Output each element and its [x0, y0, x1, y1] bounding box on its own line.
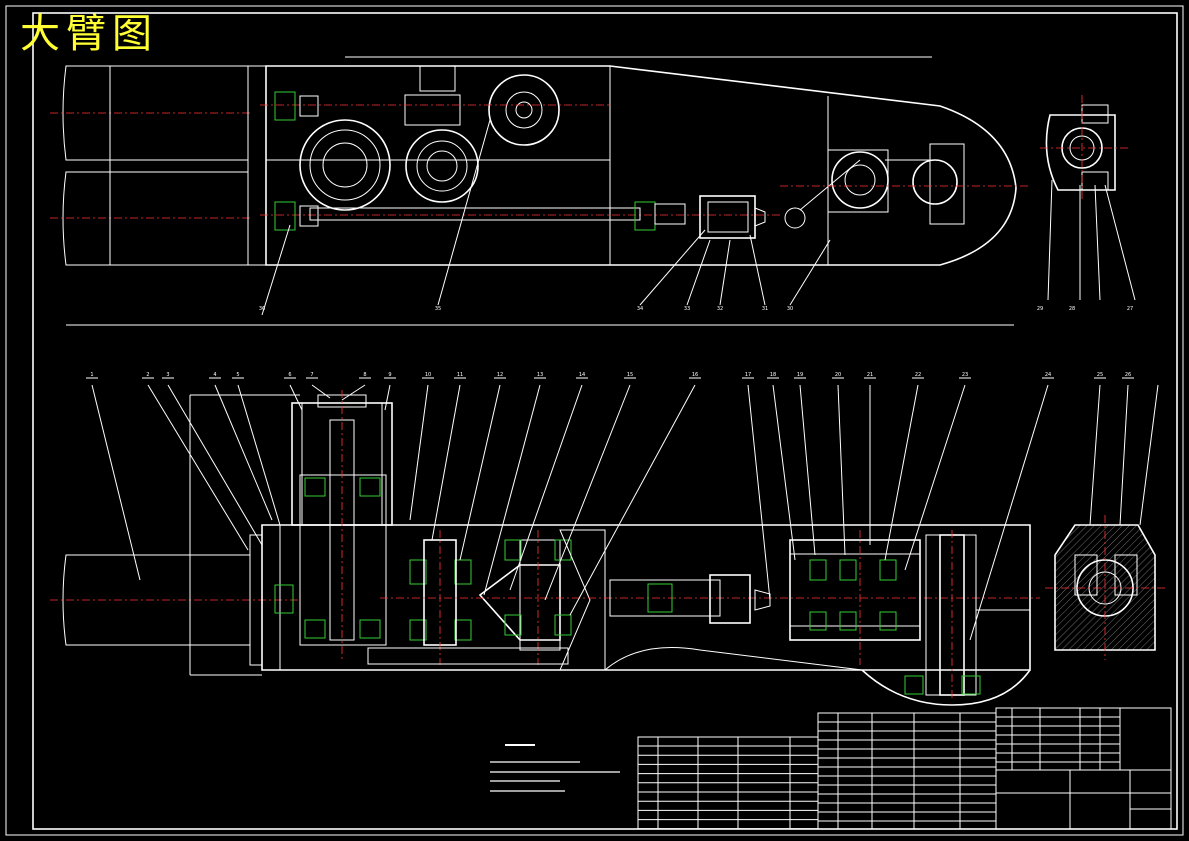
balloon-number: 33	[684, 306, 690, 312]
parts-list-rows	[638, 716, 1120, 830]
main-section-view	[50, 390, 1040, 706]
balloon-number: 2	[146, 372, 149, 378]
balloon-number: 30	[787, 306, 793, 312]
balloon-number: 32	[717, 306, 723, 312]
balloon-number: 11	[457, 372, 463, 378]
section-c-view	[1045, 384, 1165, 660]
balloon-number: 10	[425, 372, 431, 378]
drawing-frame	[5, 5, 1184, 836]
balloon-number: 8	[363, 372, 366, 378]
section-b-view	[1040, 95, 1136, 301]
balloon-number: 28	[1069, 306, 1075, 312]
balloon-number: 23	[962, 372, 968, 378]
balloon-number: 25	[1097, 372, 1103, 378]
balloon-number: 24	[1045, 372, 1051, 378]
technical-notes	[490, 744, 620, 792]
balloon-number: 18	[770, 372, 776, 378]
balloon-number: 6	[288, 372, 291, 378]
balloon-number: 5	[236, 372, 239, 378]
title-block	[637, 707, 1172, 830]
balloon-number: 1	[90, 372, 93, 378]
balloon-number: 15	[627, 372, 633, 378]
balloon-number: 27	[1127, 306, 1133, 312]
top-view	[50, 56, 1030, 326]
balloon-number: 29	[1037, 306, 1043, 312]
balloon-number: 9	[388, 372, 391, 378]
balloon-number: 21	[867, 372, 873, 378]
balloon-number: 4	[213, 372, 216, 378]
balloon-number: 20	[835, 372, 841, 378]
balloon-number: 7	[310, 372, 313, 378]
balloon-number: 14	[579, 372, 585, 378]
balloon-number: 3	[166, 372, 169, 378]
drawing-title: 大臂图	[20, 11, 158, 57]
balloon-number: 13	[537, 372, 543, 378]
balloon-number: 35	[435, 306, 441, 312]
balloon-number: 19	[797, 372, 803, 378]
balloon-number: 34	[637, 306, 643, 312]
balloon-number: 26	[1125, 372, 1131, 378]
balloon-number: 12	[497, 372, 503, 378]
balloon-number: 17	[745, 372, 751, 378]
balloon-number: 31	[762, 306, 768, 312]
balloon-numbers-upper: 36 35 34 33 32 31 30 29 28 27	[259, 306, 1133, 312]
balloon-number: 16	[692, 372, 698, 378]
balloon-number: 36	[259, 306, 265, 312]
balloon-number: 22	[915, 372, 921, 378]
leader-lines	[91, 119, 1049, 641]
